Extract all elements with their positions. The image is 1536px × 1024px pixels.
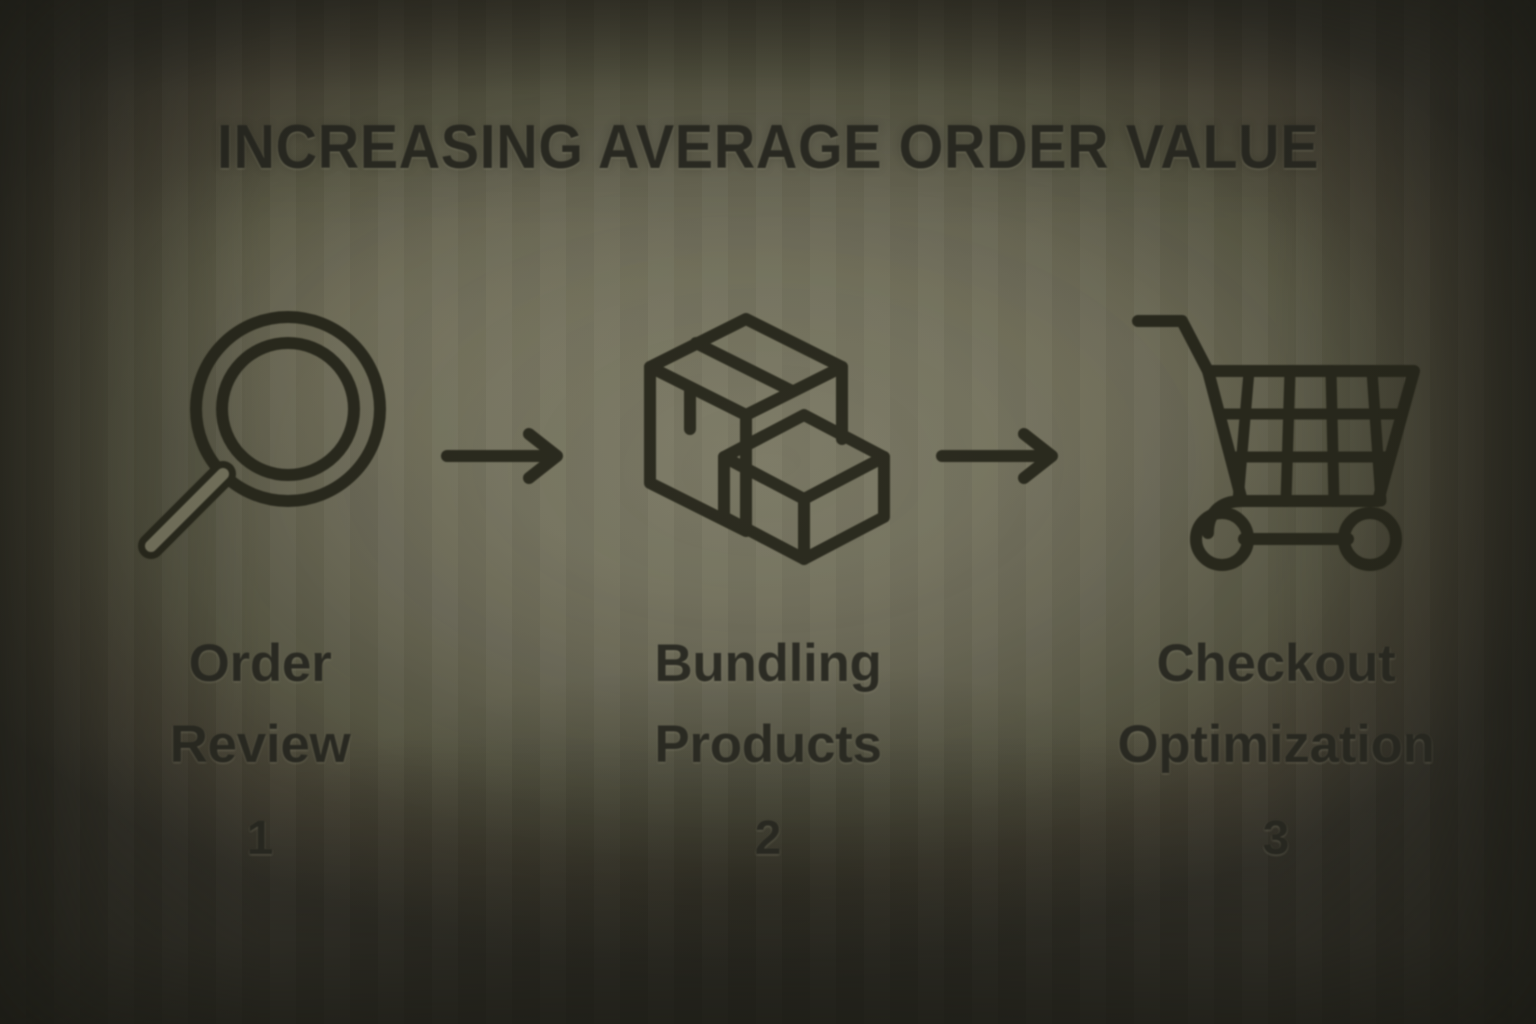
step-3-number: 3 xyxy=(1262,812,1290,866)
steps-row: Order Review 1 xyxy=(60,300,1476,920)
step-3-label: Checkout Optimization xyxy=(1117,624,1435,785)
step-2-label-line2: Products xyxy=(654,714,882,774)
arrow-right-icon-2 xyxy=(936,428,1068,484)
step-1-icon-container xyxy=(110,300,410,580)
step-2-label-line1: Bundling xyxy=(654,634,882,693)
arrow-right-icon-1 xyxy=(441,428,573,484)
step-3-label-line2: Optimization xyxy=(1117,714,1435,774)
step-1-label: Order Review xyxy=(170,624,351,785)
boxes-icon xyxy=(644,313,890,565)
shopping-cart-icon xyxy=(1132,315,1420,571)
step-2-number: 2 xyxy=(754,812,782,866)
step-3-label-line1: Checkout xyxy=(1156,634,1396,693)
step-checkout-optimization: Checkout Optimization 3 xyxy=(1076,300,1476,866)
step-1-number: 1 xyxy=(246,812,274,866)
page-title: INCREASING AVERAGE ORDER VALUE xyxy=(216,113,1320,182)
step-2-icon-container xyxy=(618,300,918,580)
step-1-label-line1: Order xyxy=(188,634,332,693)
step-1-label-line2: Review xyxy=(169,714,351,774)
magnifying-glass-icon xyxy=(138,311,386,559)
step-2-label: Bundling Products xyxy=(654,624,882,785)
step-bundling-products: Bundling Products 2 xyxy=(568,300,968,866)
step-3-icon-container xyxy=(1126,300,1426,580)
step-order-review: Order Review 1 xyxy=(60,300,460,866)
